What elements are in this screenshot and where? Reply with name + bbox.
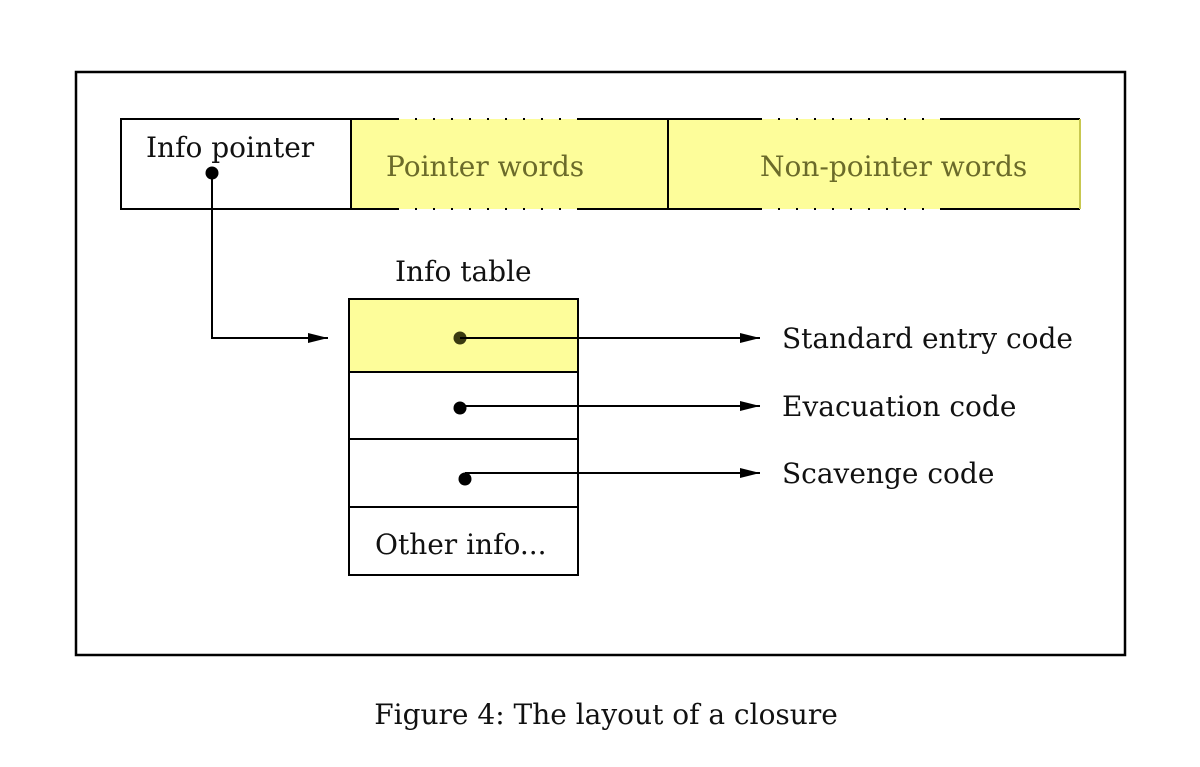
info-table-title: Info table [395,255,532,288]
info-pointer-arrow [211,173,328,343]
standard-entry-code-label: Standard entry code [782,322,1073,355]
scavenge-code-dot [458,472,472,486]
evacuation-code-label: Evacuation code [782,390,1016,423]
other-info-label: Other info... [375,528,547,561]
info-table: Info table Other info... [348,255,579,576]
info-pointer-label: Info pointer [146,131,315,164]
closure-row: Info pointer Pointer words Non-pointer w… [120,118,1081,210]
pointer-words-highlight [351,119,668,209]
info-pointer-cell [120,118,352,210]
evacuation-code-dot [453,401,467,415]
pointer-words-label: Pointer words [386,150,584,183]
figure-frame [74,70,1127,657]
info-table-border [348,298,579,576]
non-pointer-words-highlight [668,119,1080,209]
figure-caption: Figure 4: The layout of a closure [374,698,838,731]
scavenge-code-label: Scavenge code [782,457,994,490]
non-pointer-words-label: Non-pointer words [760,150,1027,183]
